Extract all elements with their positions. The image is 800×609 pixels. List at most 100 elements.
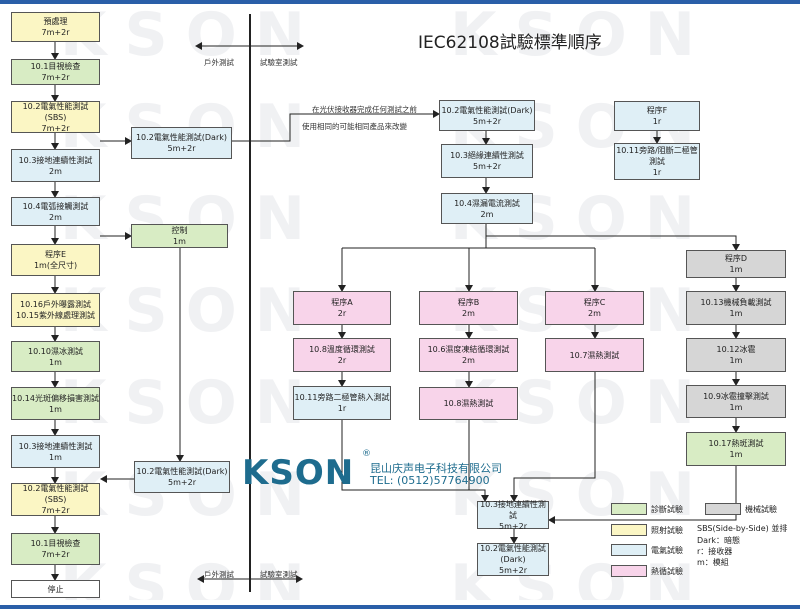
program-a-box: 程序A 2r (293, 291, 391, 325)
program-e-box: 程序E 1m(全尺寸) (11, 244, 100, 276)
hot-spot-box: 10.17熱斑測試 1m (686, 432, 786, 466)
box-sample: 5m+2r (473, 162, 501, 171)
electrical-performance-sbs-2-box: 10.2電氣性能測試(SBS) 7m+2r (11, 483, 100, 516)
legend-label-yellow: 照射試驗 (651, 526, 683, 535)
box-sample: 1r (337, 404, 347, 413)
legend-note-receiver: r：接收器 (697, 547, 733, 556)
spot-offset-box: 10.14光斑偏移損害測試 1m (11, 387, 100, 420)
ground-continuity-box: 10.3接地連續性測試 2m (11, 149, 100, 182)
legend-note-module: m：模組 (697, 558, 729, 567)
box-sample: 1m (173, 237, 186, 246)
box-sample: 5m+2r (167, 144, 196, 153)
preconditioning-box: 預處理 7m+2r (11, 12, 100, 42)
legend-label-blue: 電氣試驗 (651, 546, 683, 555)
box-sample: 1m (729, 402, 743, 412)
box-label: 程序F (646, 106, 668, 115)
box-label: 10.2電氣性能測試(Dark) (136, 467, 228, 476)
legend-note-sbs: SBS(Side-by-Side) 並排 (697, 524, 788, 533)
program-b-box: 程序B 2m (419, 291, 518, 325)
logo-registered: ® (362, 449, 371, 459)
box-sample: 1m (49, 404, 62, 414)
legend-label-gray: 機械試驗 (745, 505, 777, 514)
box-label: 停止 (47, 584, 64, 594)
box-sample: 2r (337, 356, 347, 365)
box-sample: 1r (652, 117, 662, 126)
box-label: 10.1目視檢查 (30, 539, 81, 548)
bypass-diode-box: 10.11旁路/阻斷二極管測試 1r (614, 143, 700, 180)
visual-inspection-2-box: 10.1目視檢查 7m+2r (11, 533, 100, 565)
box-sample: 2m (49, 212, 62, 222)
ground-continuity-2-box: 10.3接地連續性測試 1m (11, 435, 100, 468)
thermal-cycle-box: 10.8溫度循環測試 2r (293, 338, 391, 372)
electrical-performance-dark-box: 10.2電氣性能測試(Dark) 5m+2r (131, 127, 232, 159)
logo-telephone: TEL: (0512)57764900 (370, 474, 490, 487)
top-border-bar (0, 0, 800, 4)
box-sample: 1m(全尺寸) (33, 261, 78, 270)
box-label: 程序A (331, 298, 353, 307)
box-sample: 1m (729, 265, 743, 274)
program-f-box: 程序F 1r (614, 101, 700, 131)
mechanical-load-box: 10.13機械負載測試 1m (686, 291, 786, 325)
box-label: 控制 (171, 226, 188, 235)
legend-swatch-blue (611, 544, 647, 556)
box-sample: 7m+2r (41, 506, 70, 515)
box-label: 程序B (457, 298, 480, 307)
legend-swatch-pink (611, 565, 647, 577)
damp-heat-b-box: 10.8濕熱測試 (419, 387, 518, 420)
hail-box: 10.12冰雹 1m (686, 338, 786, 372)
box-label: 10.10濕冰測試 (28, 346, 83, 356)
electrical-performance-dark-2-box: 10.2電氣性能測試(Dark) 5m+2r (134, 461, 230, 493)
box-label: 10.11旁路/阻斷二極管測試 (616, 146, 698, 166)
box-sample: 2m (588, 309, 601, 318)
lab-label-bottom: 試驗室測試 (260, 570, 298, 579)
box-sample: 5m+2r (499, 521, 527, 531)
lab-label: 試驗室測試 (260, 58, 298, 67)
legend-label-pink: 熱循試驗 (651, 567, 683, 576)
box-label: 程序E (44, 250, 67, 259)
box-sample: 7m+2r (41, 28, 70, 37)
box-sample: 1m (729, 356, 743, 365)
wet-ice-box: 10.10濕冰測試 1m (11, 341, 100, 372)
legend-label-green: 診斷試驗 (651, 505, 683, 514)
box-label: 10.3接地連續性測試 (18, 441, 93, 451)
legend-note-dark: Dark：暗態 (697, 536, 740, 545)
box-label: 10.13機械負載測試 (700, 298, 772, 307)
box-label: 10.2電氣性能測試(SBS) (22, 484, 89, 504)
outdoor-label-bottom: 戶外測試 (204, 570, 234, 579)
box-sample: 1r (652, 168, 662, 177)
note-line-2: 使用相同的可能相同產品來改變 (302, 122, 407, 131)
right-electrical-dark-box: 10.2電氣性能測試(Dark) 5m+2r (439, 100, 535, 131)
box-label: 程序D (724, 254, 748, 263)
box-label: 預處理 (43, 17, 68, 26)
box-sample: 2r (337, 309, 347, 318)
program-c-box: 程序C 2m (545, 291, 644, 325)
insulation-continuity-box: 10.3絕緣連續性測試 5m+2r (441, 144, 533, 178)
box-label: 10.16戶外曝露測試 (20, 300, 91, 309)
box-label: 10.7濕熱測試 (569, 350, 620, 360)
damp-heat-c-box: 10.7濕熱測試 (545, 338, 644, 372)
box-label: 10.8濕熱測試 (443, 399, 494, 408)
box-sample: 2m (462, 309, 475, 318)
box-sample: 1m (729, 309, 743, 318)
electrical-performance-sbs-box: 10.2電氣性能測試(SBS) 7m+2r (11, 101, 100, 133)
box-sample: 1m (49, 452, 62, 462)
visual-inspection-box: 10.1目視檢查 7m+2r (11, 59, 100, 85)
legend-swatch-yellow (611, 524, 647, 536)
box-sample: 7m+2r (41, 123, 70, 133)
box-label: 10.11旁路二極管熱入測試 (294, 393, 390, 402)
box-sample: 7m+2r (41, 550, 70, 559)
box-label: 10.2電氣性能測試(SBS) (22, 101, 89, 122)
box-sample: 7m+2r (41, 73, 70, 82)
box-sample: 5m+2r (499, 566, 527, 575)
box-label: 10.12冰雹 (716, 345, 756, 354)
outdoor-label: 戶外測試 (204, 58, 234, 67)
box-label: 10.14光斑偏移損害測試 (12, 393, 99, 403)
logo-company-name: 昆山庆声电子科技有限公司 (370, 462, 502, 475)
box-sample: 5m+2r (168, 478, 196, 487)
box-label: 10.3接地連續性測試 (18, 155, 93, 165)
box-label: 10.3接地連續性測試 (480, 499, 546, 520)
box-label: 10.4電弧接觸測試 (22, 201, 89, 211)
legend-swatch-gray (705, 503, 741, 515)
box-label: 10.4濕漏電流測試 (454, 198, 520, 208)
